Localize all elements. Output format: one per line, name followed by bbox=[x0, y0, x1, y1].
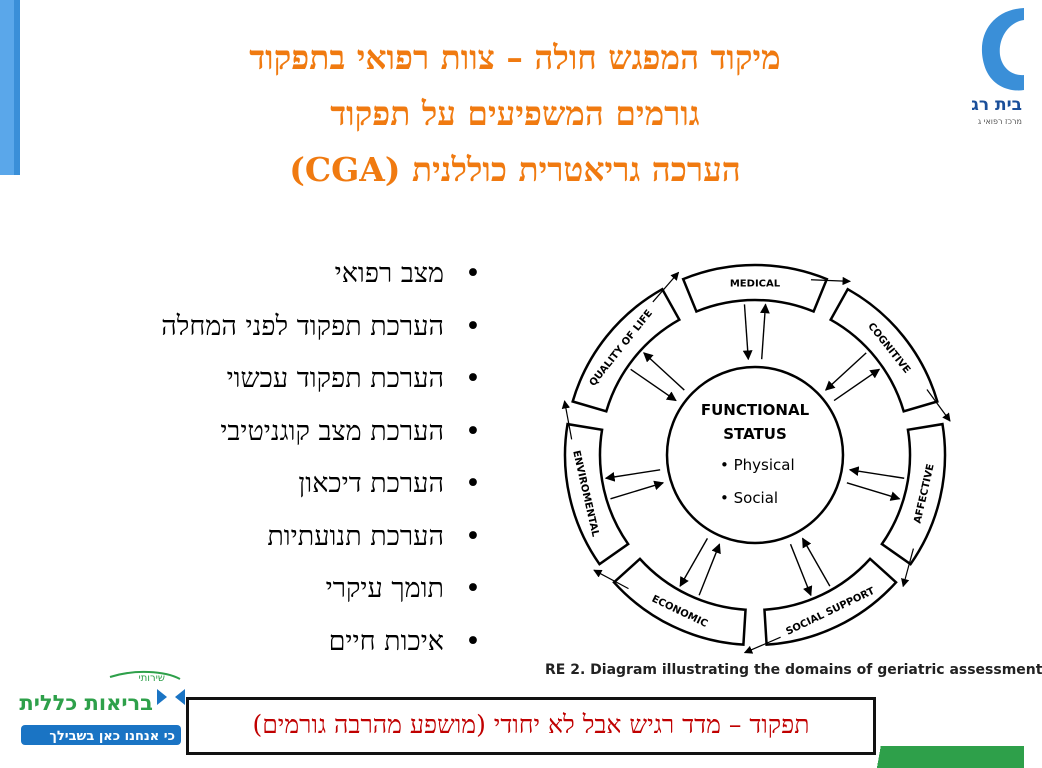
segment-box bbox=[763, 557, 898, 646]
slide-title: מיקוד המפגש חולה – צוות רפואי בתפקוד גור… bbox=[90, 30, 940, 198]
logo-top-text: בית רג bbox=[971, 95, 1022, 115]
logo-top-subtext: מרכז רפואי ג bbox=[978, 117, 1022, 126]
center-title-1: FUNCTIONAL bbox=[701, 401, 810, 419]
arrow-between-segments bbox=[810, 276, 851, 286]
arrow-between-segments bbox=[561, 400, 573, 440]
segment-box bbox=[880, 422, 947, 566]
arrow-between-segments bbox=[652, 271, 680, 303]
bullet-item: מצב רפואי bbox=[14, 248, 484, 301]
bullet-item: הערכת תנועתיות bbox=[14, 511, 484, 564]
segment-label: MEDICAL bbox=[730, 279, 781, 290]
arrow-layer bbox=[561, 271, 951, 654]
left-accent-bar-inner bbox=[0, 0, 14, 175]
logo-top-arc bbox=[981, 8, 1024, 91]
segment-box bbox=[612, 557, 747, 646]
center-item-physical: • Physical bbox=[720, 456, 795, 474]
inner-circle bbox=[665, 365, 845, 545]
title-line-2: גורמים המשפיעים על תפקוד bbox=[330, 94, 700, 133]
logo-bottom-small: שירותי bbox=[139, 673, 166, 684]
bullet-item: איכות חיים bbox=[14, 616, 484, 669]
bullet-item: תומך עיקרי bbox=[14, 563, 484, 616]
arrow-outward bbox=[833, 368, 881, 402]
bullet-item: הערכת מצב קוגניטיבי bbox=[14, 406, 484, 459]
clalit-logo: שירותי בריאות כללית כי אנחנו כאן בשבילך bbox=[19, 670, 185, 745]
segment-box bbox=[571, 287, 682, 413]
beit-rivka-logo: בית רג מרכז רפואי ג bbox=[971, 8, 1024, 126]
arrow-outward bbox=[643, 352, 685, 391]
left-accent-bar bbox=[0, 0, 20, 175]
logo-bottom-slogan: כי אנחנו כאן בשבילך bbox=[49, 729, 175, 744]
arrow-inward bbox=[610, 480, 665, 500]
arrow-between-segments bbox=[593, 569, 629, 590]
arrow-inward bbox=[824, 352, 867, 391]
arrow-inward bbox=[742, 304, 753, 361]
clalit-arrows-icon bbox=[157, 689, 185, 705]
arrow-between-segments bbox=[743, 636, 781, 654]
arrow-outward bbox=[604, 469, 661, 482]
green-corner-band bbox=[844, 746, 1024, 768]
logo-bottom-slogan-bg bbox=[21, 725, 181, 745]
segment-box bbox=[681, 263, 829, 314]
arrow-inward bbox=[698, 543, 721, 596]
arrow-outward bbox=[679, 538, 709, 587]
bullet-list: מצב רפואי הערכת תפקוד לפני המחלה הערכת ת… bbox=[14, 248, 484, 668]
arrow-between-segments bbox=[901, 548, 915, 588]
figure-caption-fragment: RE 2. Diagram illustrating the domains o… bbox=[545, 662, 1042, 678]
segment-box bbox=[828, 287, 939, 413]
arrow-outward bbox=[789, 543, 813, 597]
bullet-item: הערכת דיכאון bbox=[14, 458, 484, 511]
arrow-outward bbox=[760, 303, 770, 360]
arrow-inward bbox=[801, 537, 831, 587]
center-item-social: • Social bbox=[720, 489, 778, 507]
arrow-outward bbox=[846, 482, 901, 501]
cga-domains-diagram: FUNCTIONAL STATUS • Physical • Social ME… bbox=[561, 263, 951, 654]
bullet-item: הערכת תפקוד לפני המחלה bbox=[14, 301, 484, 354]
bullet-item: הערכת תפקוד עכשוי bbox=[14, 353, 484, 406]
title-line-3: הערכה גריאטרית כוללנית (CGA) bbox=[289, 150, 741, 189]
logo-bottom-swoosh bbox=[109, 670, 181, 680]
title-line-1: מיקוד המפגש חולה – צוות רפואי בתפקוד bbox=[249, 38, 781, 77]
center-title-2: STATUS bbox=[723, 425, 787, 443]
arrow-inward bbox=[848, 466, 905, 479]
logo-bottom-brand: בריאות כללית bbox=[19, 691, 153, 715]
arrow-between-segments bbox=[926, 389, 951, 422]
summary-box: תפקוד – מדד רגיש אבל לא יחודי (מושפע מהר… bbox=[186, 697, 876, 755]
arrow-inward bbox=[630, 368, 677, 402]
segment-box bbox=[563, 422, 630, 566]
